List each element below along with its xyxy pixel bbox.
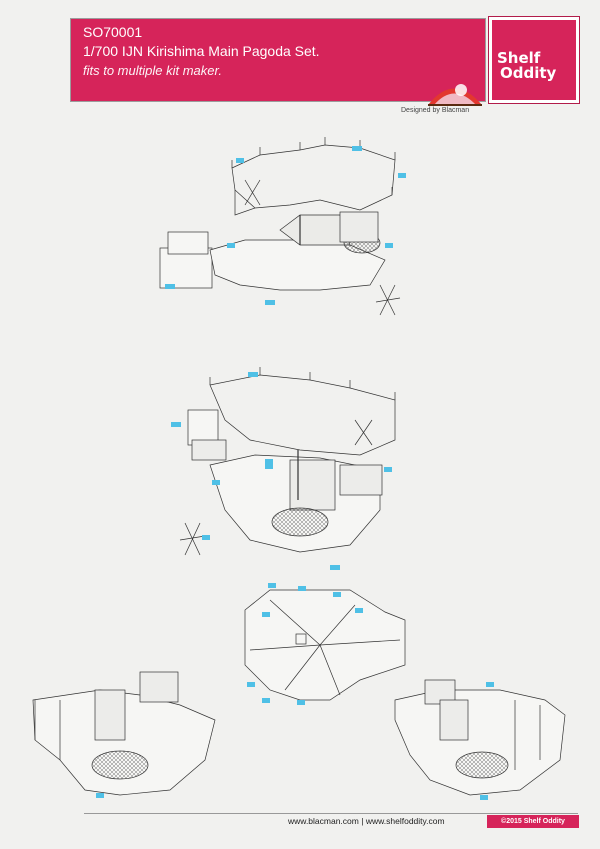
footer-divider <box>84 813 578 814</box>
shelf-oddity-logo[interactable]: Shelf Oddity <box>488 16 580 104</box>
assembly-diagram-2 <box>179 367 396 556</box>
assembly-diagram-5 <box>394 679 566 796</box>
assembly-diagram-1 <box>159 137 401 316</box>
product-tagline: fits to multiple kit maker. <box>83 63 222 78</box>
assembly-diagram-4 <box>32 671 216 796</box>
header-banner: SO70001 1/700 IJN Kirishima Main Pagoda … <box>70 18 486 102</box>
product-name: 1/700 IJN Kirishima Main Pagoda Set. <box>83 43 320 59</box>
footer-links: www.blacman.com | www.shelfoddity.com <box>288 816 445 826</box>
copyright-badge: ©2015 Shelf Oddity <box>487 815 579 828</box>
product-code: SO70001 <box>83 24 143 40</box>
footer-separator: | <box>361 816 364 826</box>
shelfoddity-link[interactable]: www.shelfoddity.com <box>365 816 445 826</box>
blacman-link[interactable]: www.blacman.com <box>288 816 359 826</box>
sunset-icon <box>428 84 482 106</box>
logo-text-line1: Shelf <box>497 49 541 67</box>
designer-credit: Designed by Blacman <box>401 107 470 114</box>
assembly-diagram-3 <box>244 589 406 701</box>
part-number-tags <box>96 146 494 800</box>
logo-text-line2: Oddity <box>500 64 557 82</box>
